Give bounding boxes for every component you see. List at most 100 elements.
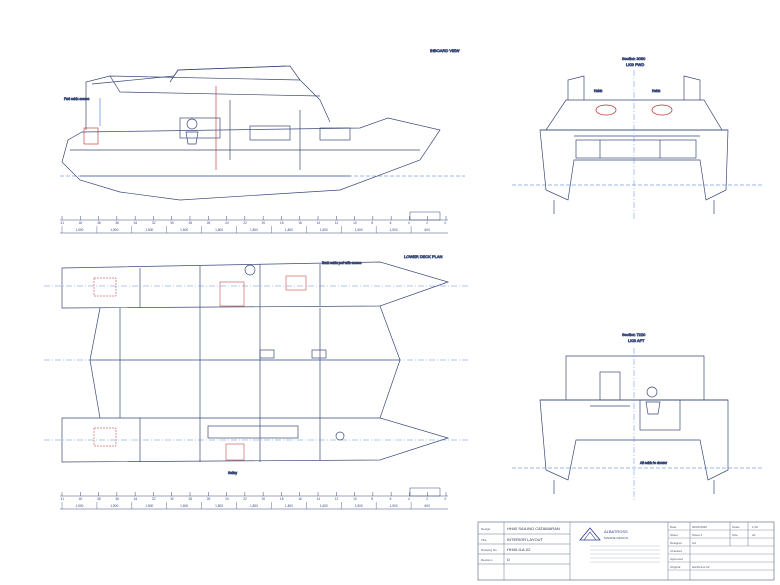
top-station-label: 41: [61, 221, 65, 225]
tb-value-original: HH40-ILA-02: [692, 565, 710, 569]
top-station-label: 26: [207, 221, 211, 225]
bottom-station-label: 38: [97, 497, 101, 501]
tb-value-title: INTERIOR LAYOUT: [507, 537, 543, 542]
top-station-label: 8: [371, 221, 373, 225]
top-dim-label: 1,500: [355, 228, 363, 232]
top-dimension-bar: [60, 211, 448, 234]
bottom-dim-label: 1,800: [285, 504, 293, 508]
tb-value-scale: 1:20: [752, 525, 758, 529]
plan-view-label: LOWER DECK PLAN: [404, 254, 443, 259]
top-station-label: 22: [243, 221, 247, 225]
tb-label-approved: Approved: [670, 557, 683, 561]
title-block: Design HH40 SAILING CATAMARAN Title INTE…: [477, 521, 775, 581]
bottom-station-label: 0: [445, 497, 447, 501]
tb-value-size: A1: [752, 533, 756, 537]
tb-label-date: Date: [670, 525, 677, 529]
tb-label-title: Title: [481, 538, 487, 542]
top-dim-label: 1,800: [250, 228, 258, 232]
tb-value-design: HH40 SAILING CATAMARAN: [507, 526, 560, 531]
section-aft-red: Aft cabin to shower: [640, 461, 668, 465]
tb-label-design: Design: [481, 527, 491, 531]
bottom-station-label: 10: [353, 497, 357, 501]
tb-label-drawing: Drawing No.: [481, 548, 498, 552]
bottom-dim-label: 1,600: [180, 504, 188, 508]
tb-label-sheet: Sheet: [670, 533, 678, 537]
bottom-station-label: 32: [152, 497, 156, 501]
bottom-dim-label: 1,800: [110, 504, 118, 508]
bottom-station-label: 28: [189, 497, 193, 501]
company-sub: MARINE DESIGN: [604, 536, 628, 540]
tb-value-drawing: HH40-ILA-02: [507, 547, 531, 552]
profile-red-note: Fwd cabin access: [64, 97, 90, 101]
bottom-dim-label: 600: [425, 504, 431, 508]
bottom-station-label: 12: [335, 497, 339, 501]
bottom-station-label: 2: [426, 497, 428, 501]
profile-view: INBOARD VIEW Fwd cabin access: [60, 48, 465, 201]
top-station-label: 16: [298, 221, 302, 225]
bottom-dim-label: 1,500: [75, 504, 83, 508]
section-fwd-title: Section 3090: [622, 56, 646, 61]
top-dim-label: 600: [425, 228, 431, 232]
bottom-station-label: 40: [79, 497, 83, 501]
top-station-label: 10: [353, 221, 357, 225]
bottom-dim-label: 1,500: [355, 504, 363, 508]
bottom-station-label: 6: [390, 497, 392, 501]
company-logo: [579, 527, 601, 541]
top-dim-label: 1,500: [390, 228, 398, 232]
bottom-station-label: 36: [115, 497, 119, 501]
tb-value-sheet: Sheet 1: [692, 533, 703, 537]
top-station-label: 2: [426, 221, 428, 225]
bottom-station-label: 18: [280, 497, 284, 501]
bottom-station-label: 30: [170, 497, 174, 501]
top-station-label: 40: [79, 221, 83, 225]
top-station-label: 28: [189, 221, 193, 225]
bottom-station-label: 22: [243, 497, 247, 501]
tb-value-date: 04/01/2020: [692, 525, 707, 529]
top-dim-label: 1,500: [75, 228, 83, 232]
tb-value-rev: D: [507, 557, 510, 562]
bottom-station-label: 34: [134, 497, 138, 501]
top-station-label: 30: [170, 221, 174, 225]
tb-label-original: Original: [670, 565, 681, 569]
section-aft-title: Section 7220: [622, 332, 646, 337]
top-station-label: 6: [390, 221, 392, 225]
section-fwd-sub: LKG FWD: [626, 62, 644, 67]
top-dim-label: 1,800: [145, 228, 153, 232]
bottom-dimension-bar: [60, 487, 448, 510]
section-fwd-red-b: Hatch: [652, 89, 661, 93]
top-dim-label: 1,600: [180, 228, 188, 232]
company-name: ALBATROSS: [604, 529, 628, 534]
top-station-label: 4: [408, 221, 410, 225]
bottom-dim-label: 1,500: [390, 504, 398, 508]
top-station-label: 12: [335, 221, 339, 225]
bottom-station-label: 20: [262, 497, 266, 501]
profile-view-label: INBOARD VIEW: [430, 48, 460, 53]
plan-view: LOWER DECK PLAN Bunk cabin port with acc…: [44, 254, 470, 475]
tb-value-designer: AU: [692, 541, 696, 545]
top-station-label: 36: [115, 221, 119, 225]
section-fwd-view: Section 3090 LKG FWD Hatch Hatch: [512, 56, 764, 220]
tb-label-rev: Revision: [481, 558, 493, 562]
top-station-label: 20: [262, 221, 266, 225]
top-dim-label: 1,800: [215, 228, 223, 232]
bottom-station-label: 8: [371, 497, 373, 501]
bottom-dim-label: 1,800: [145, 504, 153, 508]
bottom-station-label: 14: [317, 497, 321, 501]
tb-label-size: Size: [732, 533, 738, 537]
plan-red-note-bottom: Galley: [228, 471, 237, 475]
bottom-station-label: 16: [298, 497, 302, 501]
tb-label-designer: Designer: [670, 541, 682, 545]
top-station-label: 24: [225, 221, 229, 225]
section-aft-sub: LKG AFT: [628, 338, 645, 343]
section-aft-view: Section 7220 LKG AFT Aft cabin to shower: [512, 332, 764, 500]
top-station-label: 38: [97, 221, 101, 225]
bottom-station-label: 26: [207, 497, 211, 501]
tb-label-checked: Checked: [670, 549, 682, 553]
top-station-label: 18: [280, 221, 284, 225]
top-dim-label: 1,800: [285, 228, 293, 232]
